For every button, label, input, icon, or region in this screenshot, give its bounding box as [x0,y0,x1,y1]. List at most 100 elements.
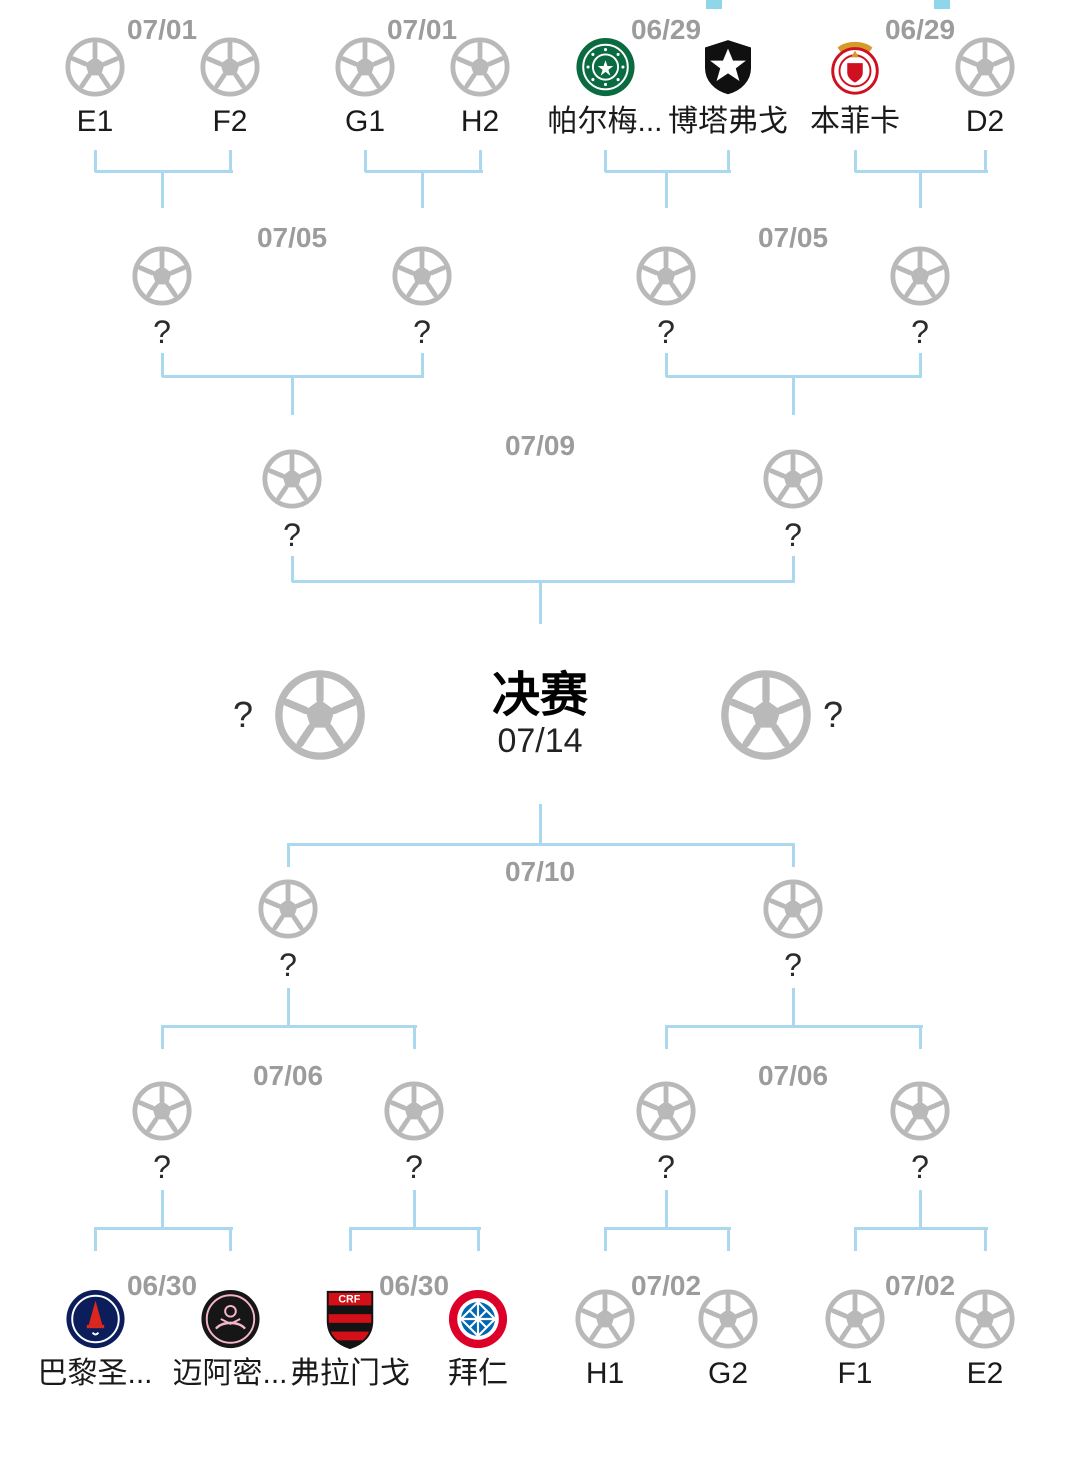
connector-line [162,1025,417,1028]
team-slot-h2[interactable]: H2 [449,36,511,140]
connector-line [287,843,290,867]
qf-slot[interactable]: ? [889,245,951,351]
qf-slot[interactable]: ? [889,1080,951,1186]
soccer-ball-icon [131,1080,193,1142]
connector-line [94,1227,97,1251]
match-date: 07/06 [252,1060,324,1091]
team-slot-f2[interactable]: F2 [199,36,261,140]
placeholder-label: ? [911,1149,929,1185]
soccer-ball-icon [199,36,261,98]
team-slot-benfica[interactable]: 本菲卡 [810,36,900,140]
final-date: 07/14 [497,722,583,760]
team-slot-f1[interactable]: F1 [824,1288,886,1392]
team-slot-d2[interactable]: D2 [954,36,1016,140]
match-date: 07/02 [884,1270,956,1301]
qf-slot[interactable]: ? [383,1080,445,1186]
placeholder-label: ? [657,314,675,350]
final-slot-left[interactable] [273,668,367,762]
connector-line [161,353,164,377]
soccer-ball-icon [574,1288,636,1350]
qf-slot[interactable]: ? [131,245,193,351]
connector-line [421,353,424,377]
match-date: 07/05 [757,222,829,253]
connector-line [854,1227,857,1251]
team-label: G1 [344,105,386,138]
placeholder-label: ? [283,517,301,553]
connector-line [604,1227,607,1251]
connector-line [984,1227,987,1251]
connector-line [727,150,730,172]
team-label: H2 [460,105,500,138]
connector-line [413,1190,416,1229]
soccer-ball-icon [257,878,319,940]
soccer-ball-icon [954,1288,1016,1350]
qf-slot[interactable]: ? [635,245,697,351]
connector-line [479,150,482,172]
connector-line [288,843,795,846]
connector-line [792,988,795,1027]
sf-slot[interactable]: ? [762,448,824,554]
team-label: F2 [212,105,248,138]
connector-line [984,150,987,172]
match-date: 07/05 [256,222,328,253]
soccer-ball-icon [762,878,824,940]
match-date: 06/30 [126,1270,198,1301]
team-slot-e2[interactable]: E2 [954,1288,1016,1392]
connector-line [291,375,294,415]
team-label: H1 [585,1357,625,1390]
connector-line [539,804,542,845]
qf-slot[interactable]: ? [131,1080,193,1186]
match-date: 07/01 [386,14,458,45]
connector-line [229,150,232,172]
connector-line [161,1190,164,1229]
connector-line [350,1227,481,1230]
connector-line [292,580,795,583]
match-date: 06/29 [884,14,956,45]
placeholder-label: ? [657,1149,675,1185]
team-slot-g1[interactable]: G1 [334,36,396,140]
qf-slot[interactable]: ? [635,1080,697,1186]
match-date: 06/29 [630,14,702,45]
team-label: 迈阿密... [172,1357,288,1390]
team-slot-inter-miami[interactable]: 迈阿密... [172,1288,288,1392]
qf-slot[interactable]: ? [391,245,453,351]
connector-line [229,1227,232,1251]
placeholder-label: ? [784,947,802,983]
match-date: 06/30 [378,1270,450,1301]
sf-slot[interactable]: ? [762,878,824,984]
connector-line [95,170,233,173]
botafogo-logo [697,36,759,98]
sf-slot[interactable]: ? [261,448,323,554]
team-slot-e1[interactable]: E1 [64,36,126,140]
soccer-ball-icon [334,36,396,98]
placeholder-label: ? [405,1149,423,1185]
connector-line [94,150,97,172]
team-slot-flamengo[interactable]: 弗拉门戈 [290,1288,410,1392]
sf-slot[interactable]: ? [257,878,319,984]
final-title: 决赛 [491,669,589,722]
team-slot-palmeiras[interactable]: 帕尔梅... [547,36,663,140]
team-label: 本菲卡 [810,105,900,138]
team-slot-g2[interactable]: G2 [697,1288,759,1392]
team-slot-psg[interactable]: 巴黎圣... [37,1288,153,1392]
connector-line [665,1190,668,1229]
connector-line [161,170,164,208]
soccer-ball-icon [273,668,367,762]
soccer-ball-icon [889,1080,951,1142]
soccer-ball-icon [824,1288,886,1350]
connector-line [605,1227,731,1230]
team-slot-h1[interactable]: H1 [574,1288,636,1392]
match-date: 07/09 [504,430,576,461]
team-slot-bayern[interactable]: 拜仁 [447,1288,509,1392]
palmeiras-logo [574,36,636,98]
connector-line [855,1227,988,1230]
final-slot-right[interactable] [719,668,813,762]
soccer-ball-icon [635,1080,697,1142]
team-label: 弗拉门戈 [290,1357,410,1390]
connector-line [539,580,542,624]
connector-line [364,150,367,172]
team-slot-botafogo[interactable]: 博塔弗戈 [668,36,788,140]
connector-line [665,170,668,208]
soccer-ball-icon [889,245,951,307]
